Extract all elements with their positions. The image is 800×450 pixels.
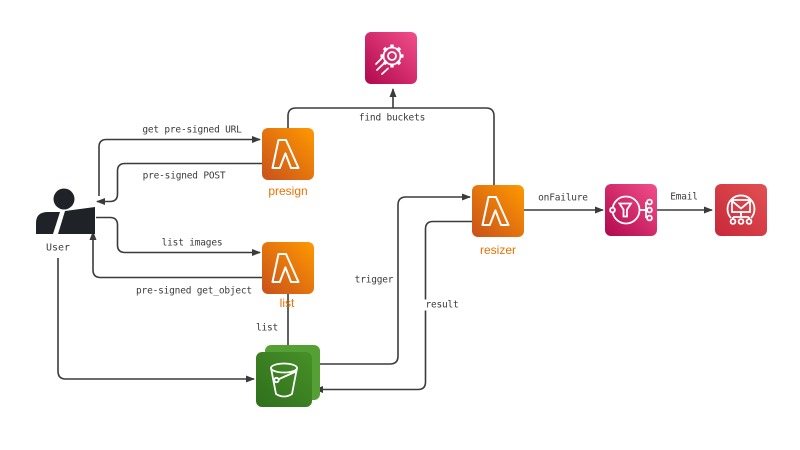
presign-node-label: presign [268, 184, 308, 198]
resizer-node-label: resizer [479, 243, 517, 257]
edge-label-list: list [254, 322, 280, 334]
sns-icon [605, 184, 657, 236]
edge-presigned-get-object [89, 231, 262, 279]
edge-trigger [316, 193, 471, 365]
edge-label-find-buckets: find buckets [357, 112, 427, 124]
user-node-label: User [45, 242, 71, 254]
edge-list-images [96, 216, 261, 256]
edge-find-buckets [287, 107, 495, 185]
edge-label-email: Email [669, 191, 699, 203]
edge-label-presigned-get-object: pre-signed get_object [135, 285, 253, 297]
edge-get-presigned-url [98, 136, 261, 196]
edge-label-get-presigned-url: get pre-signed URL [141, 124, 243, 136]
resizer-lambda-icon [472, 185, 524, 237]
edge-presigned-post [96, 162, 262, 205]
ses-icon [715, 184, 767, 236]
edge-user-to-bucket [57, 258, 255, 383]
edges-layer [57, 88, 713, 393]
edge-label-result: result [424, 299, 460, 311]
edge-label-presigned-post: pre-signed POST [141, 170, 227, 182]
edge-label-trigger: trigger [353, 274, 395, 286]
list-node-label: list [279, 296, 295, 310]
list-lambda-icon [262, 242, 314, 294]
s3-bucket-icon [256, 345, 320, 407]
user-icon [36, 188, 95, 234]
presign-lambda-icon [262, 128, 314, 180]
edge-label-list-images: list images [160, 237, 224, 249]
edge-label-onfailure: onFailure [537, 192, 589, 204]
eventbridge-scheduler-icon [365, 32, 417, 84]
